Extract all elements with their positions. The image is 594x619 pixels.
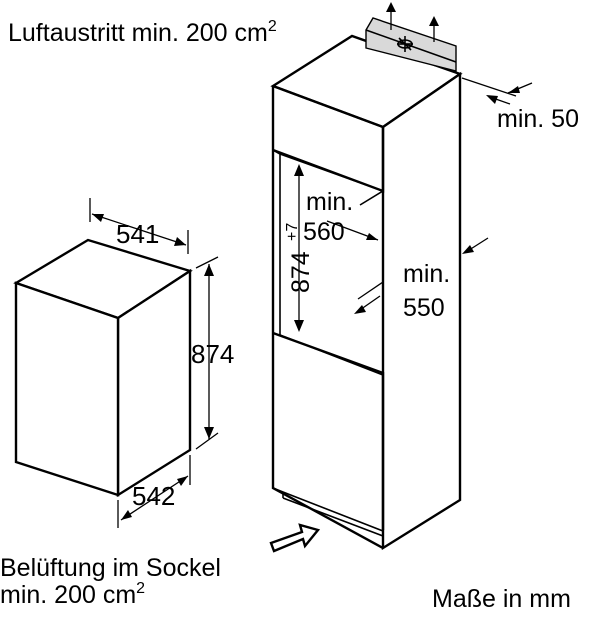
depth-min-label: min. [403,260,450,288]
units-label: Maße in mm [432,585,571,613]
min50-dimension [461,77,533,105]
depth-dimension [117,455,191,528]
niche-width-label: 560 [303,218,345,246]
depth-label: 542 [132,481,175,511]
height-label: 874 [191,339,234,369]
arrow-icon [386,2,439,42]
fan-icon [397,36,413,52]
width-label: 541 [116,219,159,249]
cabinet [270,34,463,551]
appliance-front-face [14,281,120,497]
niche-height-tolerance: +7 [284,223,301,241]
width-dimension [89,198,189,254]
niche-height-text: 874 +7 [284,223,315,293]
niche-height-label: 874 [287,251,315,293]
appliance-box [13,238,193,498]
base-vent-line1: Belüftung im Sockel [0,554,221,582]
base-vent-line2: min. 200 cm2 [0,580,145,609]
height-dimension [195,256,219,450]
niche-depth-dimension [354,237,489,314]
niche-min-label: min. [306,188,353,216]
depth-550-label: 550 [403,294,445,322]
air-outlet-label: Luftaustritt min. 200 cm2 [8,18,277,47]
base-airflow-arrow [269,523,321,553]
niche-width-dimension [326,220,379,241]
niche-height-dimension [294,164,304,332]
min50-label: min. 50 [497,105,579,133]
